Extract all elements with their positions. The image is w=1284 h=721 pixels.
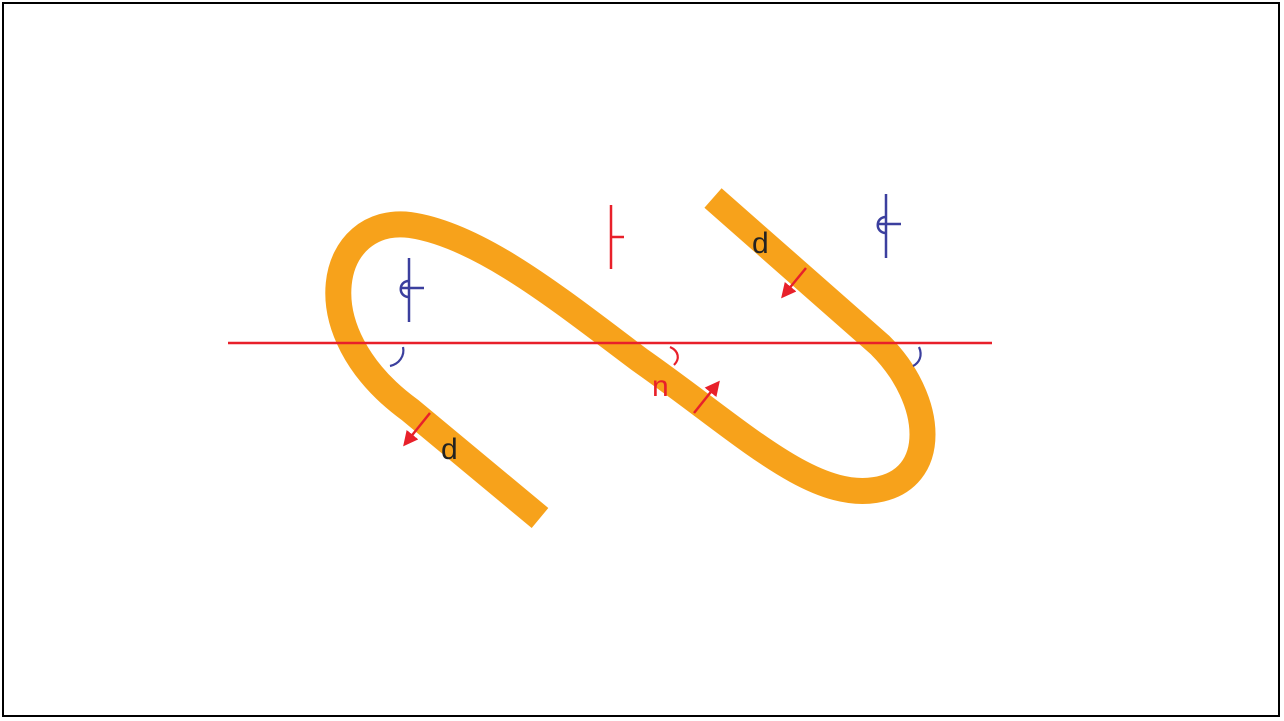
- orange-strip: [325, 188, 936, 528]
- angle-arc-center: [669, 345, 679, 366]
- arrow-lower-left: [403, 412, 431, 447]
- label-n-center: n: [652, 370, 669, 403]
- red-symbol: [609, 205, 624, 269]
- label-d-upper-right: d: [752, 227, 769, 260]
- angle-arc-right: [912, 346, 922, 367]
- blue-symbol-left: [399, 258, 424, 322]
- blue-symbol-right: [876, 194, 901, 258]
- arrow-center: [693, 380, 720, 414]
- label-d-lower-left: d: [441, 433, 458, 466]
- arrow-upper-right: [781, 267, 807, 299]
- angle-arc-left: [389, 346, 405, 368]
